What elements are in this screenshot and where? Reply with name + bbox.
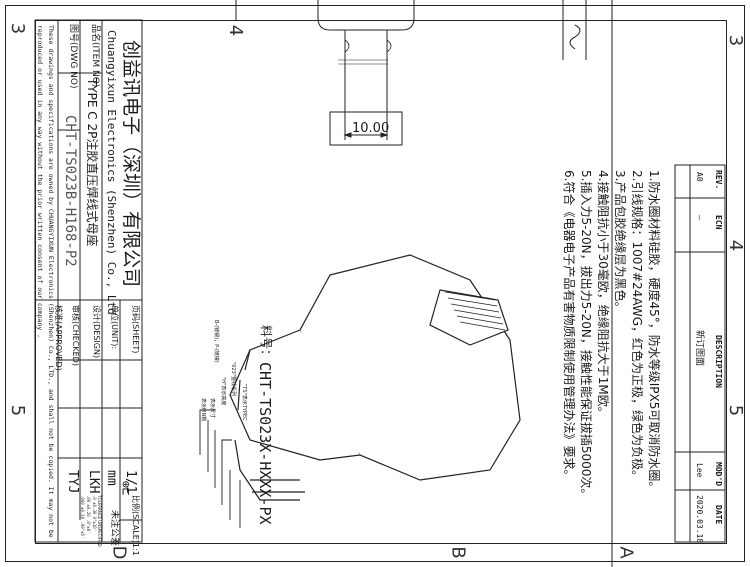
description-header: DESCRIPTION: [714, 335, 723, 388]
design-label: 设计(DESIGN): [92, 305, 101, 359]
part-legend-2: "023"整线系列: [230, 362, 236, 397]
modified-value: Lee: [695, 463, 704, 478]
rev-header: REV.: [714, 170, 723, 190]
note-2: 2.引线规格：1007#24AWG，红色为正极，绿色为负极。: [630, 170, 644, 483]
part-legend-4: "H"表示高度: [220, 377, 226, 406]
check-value: TYJ: [65, 470, 80, 494]
company-name-cn: 创益讯电子（深圳）有限公司: [120, 40, 142, 288]
date-header: DATE: [714, 505, 723, 525]
part-legend-5: 表示尺寸: [209, 398, 215, 419]
note-5: 5.插入力5-20N，拔出力5-20N，接触性能保证拔插5000次。: [579, 170, 593, 501]
note-6: 6.符合《电器电子产品有害物质限制使用管理办法》要求。: [562, 170, 576, 482]
dwg-no: CHT-TS023B-H168-P2: [62, 115, 78, 267]
tolerance-value-3: .000 ±0.10 .00°±5': [80, 495, 85, 539]
part-code: CHT-TS023X-HXXX-PX: [256, 362, 274, 525]
company-name-en: Chuangyixun Electronics (Shenzhen) Co., …: [105, 30, 118, 315]
note-1: 1.防水圈材料硅胶，硬度45°，防水等级IPX5可取消防水圈。: [647, 170, 661, 494]
sheet-label: 页码(SHEET): [131, 305, 140, 354]
item-name: TYPE C 2P注胶直压焊线式母座: [85, 78, 99, 247]
disclaimer: These drawings and specifications are ow…: [36, 25, 55, 538]
projection-symbol: ⊕⊏: [119, 480, 134, 496]
note-4: 4.接触阻抗小于30毫欧，绝缘阻抗大于1M欧。: [596, 170, 610, 419]
ecn-value: —: [695, 215, 704, 220]
dimension-label: 10.00: [352, 121, 390, 136]
date-value: 2020.03.18: [695, 495, 704, 544]
description-value: 新订图面: [694, 330, 704, 367]
tolerance-value-2: .00 ±0.20 .0°±8': [86, 495, 91, 534]
unit-label: 单位(UNIT):: [110, 305, 119, 350]
part-legend-1: "TS"表示TYPEC: [241, 384, 247, 421]
part-legend-3: B-(镀锡)；P-(镀镍): [213, 320, 219, 363]
rev-value: A0: [695, 172, 704, 182]
design-value: LKH: [86, 470, 101, 494]
scale-label: 比例(SCALE)1:1: [131, 495, 140, 556]
modified-header: MOD'D: [714, 462, 723, 487]
outer-frame: [5, 5, 745, 562]
ecn-header: ECN: [714, 215, 723, 230]
part-code-prefix: 料号：: [259, 325, 273, 362]
note-3: 3.产品包胶绝缘层为黑色。: [613, 170, 627, 314]
check-label: 审核(CHECKED): [71, 305, 80, 366]
tolerance-sub: TOLERANCE UNSPECIFIED: [97, 495, 102, 547]
unit-value: mm: [104, 470, 119, 486]
tolerance-label: 未注公差: [109, 510, 119, 547]
dwg-no-label: 图号(DWG NO): [68, 24, 78, 89]
tolerance-value-1: .0 ±0.30 0°±10': [92, 495, 97, 532]
part-legend-6: 表示PIN数: [200, 398, 206, 422]
